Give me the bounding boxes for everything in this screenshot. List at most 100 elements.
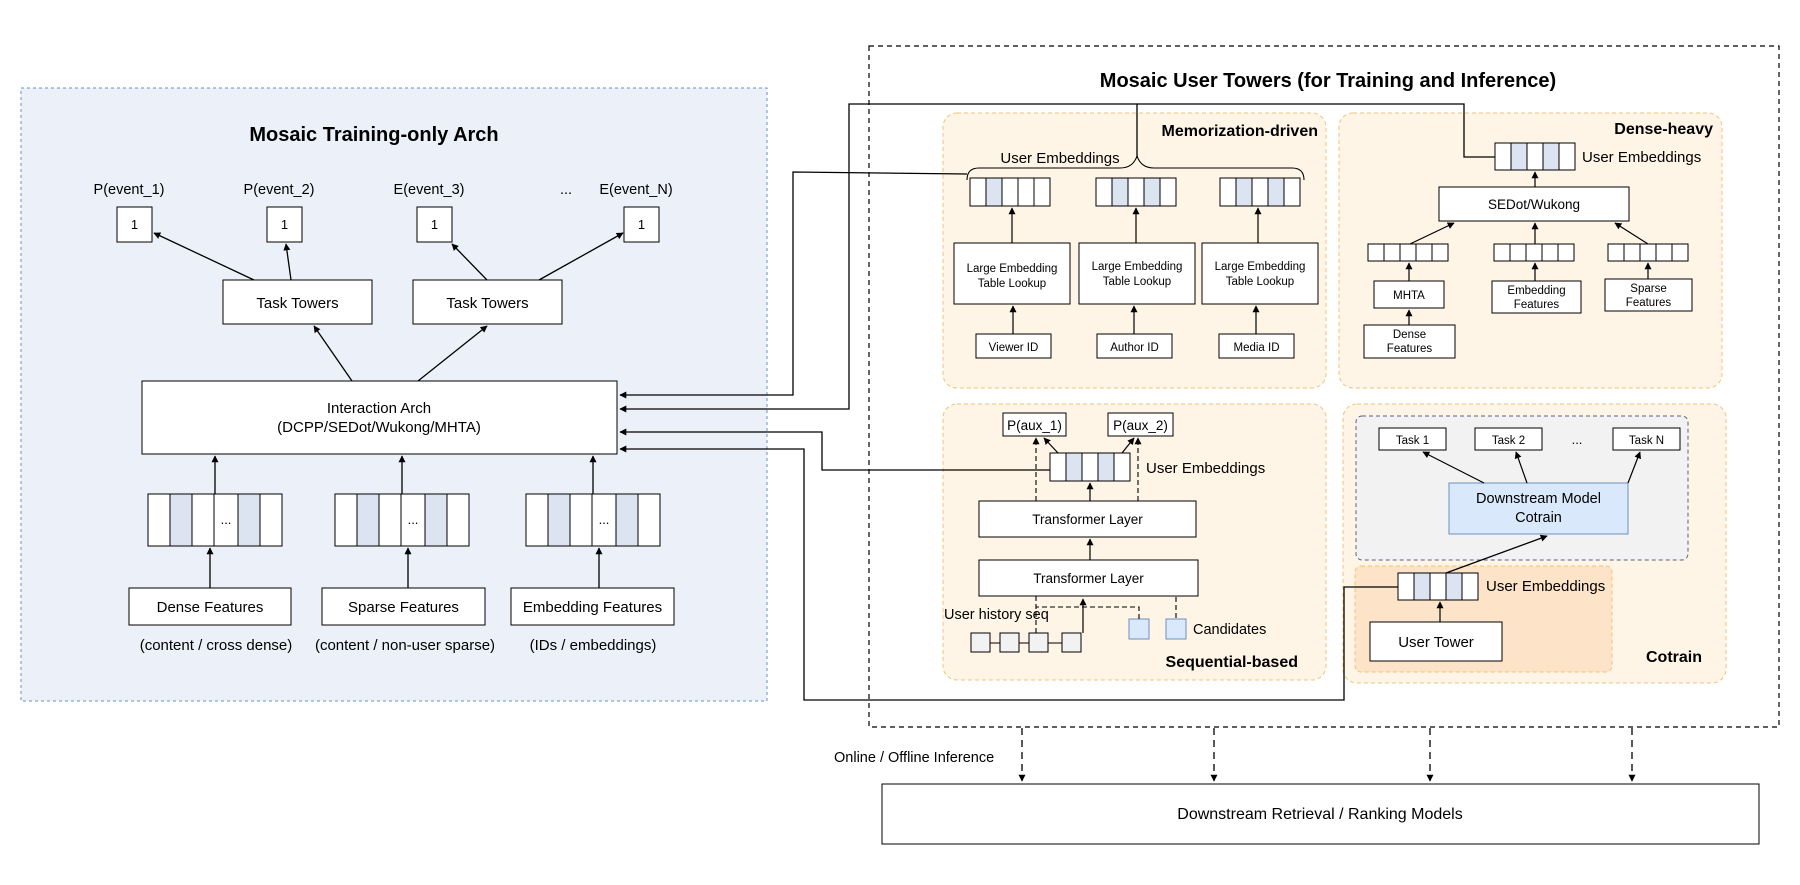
- dense-features-caption: (content / cross dense): [140, 637, 293, 654]
- interaction-arch-box: [141, 380, 618, 455]
- candidate-item-2: [1165, 618, 1187, 640]
- author-id-box: [1096, 333, 1173, 359]
- output-value-event-3: 1: [431, 217, 438, 232]
- candidates-label: Candidates: [1193, 622, 1266, 638]
- sequential-panel: Sequential-based P(aux_1) P(aux_2) User …: [942, 403, 1327, 681]
- aux-1-box: [1002, 412, 1067, 437]
- arrow-task-towers-to-event-2: [283, 243, 292, 281]
- mhta-label: MHTA: [1393, 290, 1425, 302]
- inference-label: Online / Offline Inference: [834, 750, 994, 766]
- dense-heavy-arrows: [1405, 171, 1652, 325]
- arrow-interaction-to-task-towers-1: [313, 325, 353, 382]
- inference-arrows: [1018, 728, 1636, 782]
- downstream-cotrain-line2: Cotrain: [1515, 510, 1562, 526]
- sequential-embeddings-label: User Embeddings: [1146, 460, 1265, 477]
- media-embedding-vector: [1219, 177, 1301, 207]
- training-arrows: [153, 232, 624, 588]
- embedding-features-box: [510, 587, 675, 626]
- outputs-ellipsis: ...: [560, 182, 572, 198]
- output-box-event-2: [266, 206, 303, 243]
- sequential-panel-background: [942, 403, 1327, 681]
- connector-memorization-to-interaction: [619, 171, 968, 399]
- user-towers-panel: Mosaic User Towers (for Training and Inf…: [868, 45, 1780, 728]
- embedding-features-small-box: [1491, 280, 1582, 314]
- sedot-wukong-label: SEDot/Wukong: [1488, 197, 1580, 212]
- media-lookup-line1: Large Embedding: [1215, 261, 1306, 273]
- downstream-models-box: [881, 783, 1760, 845]
- output-box-event-3: [416, 206, 453, 243]
- sparse-features-small-line2: Features: [1626, 297, 1672, 309]
- memorization-embeddings-label: User Embeddings: [1000, 150, 1119, 167]
- dense-heavy-panel: Dense-heavy User Embeddings SEDot/Wukong: [1338, 112, 1723, 389]
- embedding-vector-ellipsis: ...: [599, 512, 610, 527]
- media-lookup-box: [1201, 242, 1319, 305]
- task-towers-label-1: Task Towers: [256, 295, 338, 312]
- memorization-arrows: [1008, 207, 1262, 334]
- arrow-cotrain-to-task-2: [1514, 451, 1528, 484]
- downstream-models-label: Downstream Retrieval / Ranking Models: [1177, 806, 1462, 823]
- dense-vector-ellipsis: ...: [221, 512, 232, 527]
- sparse-features-label: Sparse Features: [348, 599, 459, 616]
- sequential-dashed-links: [1032, 437, 1177, 633]
- mhta-box: [1373, 280, 1445, 309]
- sequential-embedding-vector: [1049, 452, 1131, 482]
- task-towers-label-2: Task Towers: [446, 295, 528, 312]
- task-2-box: [1474, 427, 1543, 451]
- user-towers-title: Mosaic User Towers (for Training and Inf…: [1100, 70, 1556, 92]
- sparse-feature-vector: [334, 493, 470, 547]
- sparse-features-caption: (content / non-user sparse): [315, 637, 495, 654]
- output-value-event-2: 1: [281, 217, 288, 232]
- arrow-embeddings-to-aux-2: [1121, 437, 1135, 454]
- author-lookup-box: [1078, 242, 1196, 305]
- tasks-ellipsis: ...: [1572, 432, 1583, 447]
- dense-feature-vector: [147, 493, 283, 547]
- training-arch-title: Mosaic Training-only Arch: [249, 124, 498, 146]
- media-id-label: Media ID: [1233, 342, 1279, 354]
- dense-features-small-box: [1363, 324, 1456, 359]
- author-embedding-vector: [1095, 177, 1177, 207]
- aux-1-label: P(aux_1): [1007, 418, 1062, 433]
- author-lookup-line1: Large Embedding: [1092, 261, 1183, 273]
- media-lookup-line2: Table Lookup: [1226, 276, 1294, 288]
- media-id-box: [1218, 333, 1295, 359]
- task-1-box: [1378, 427, 1447, 451]
- output-box-event-n: [623, 206, 660, 243]
- output-value-event-n: 1: [638, 217, 645, 232]
- arrow-cotrain-to-task-n: [1627, 451, 1641, 484]
- embedding-features-small-line1: Embedding: [1507, 285, 1565, 297]
- viewer-lookup-line2: Table Lookup: [978, 278, 1046, 290]
- interaction-arch-subtitle: (DCPP/SEDot/Wukong/MHTA): [277, 419, 481, 436]
- connector-sequential-to-interaction: [619, 428, 1050, 471]
- task-towers-box-2: [412, 279, 563, 325]
- dense-heavy-title: Dense-heavy: [1614, 121, 1713, 138]
- transformer-layer-label-top: Transformer Layer: [1032, 512, 1143, 527]
- transformer-layer-box-top: [978, 500, 1197, 538]
- task-2-label: Task 2: [1492, 435, 1525, 447]
- user-history-label: User history seq: [944, 607, 1049, 623]
- output-box-event-1: [116, 206, 153, 243]
- arrow-task-towers-to-event-1: [153, 232, 255, 281]
- candidate-item-1: [1128, 618, 1150, 640]
- sequential-title: Sequential-based: [1166, 654, 1298, 671]
- embedding-features-small-line2: Features: [1514, 299, 1560, 311]
- cotrain-title: Cotrain: [1646, 649, 1702, 666]
- connector-dense-heavy-to-top-bus: [1137, 103, 1495, 158]
- arrow-mhta-vector-to-sedot: [1409, 222, 1455, 245]
- aux-2-label: P(aux_2): [1113, 418, 1168, 433]
- mhta-output-vector: [1367, 243, 1449, 262]
- author-id-label: Author ID: [1110, 342, 1159, 354]
- connector-cotrain-to-interaction: [619, 445, 1398, 701]
- task-towers-box-1: [222, 279, 373, 325]
- task-1-label: Task 1: [1396, 435, 1429, 447]
- author-lookup-line2: Table Lookup: [1103, 276, 1171, 288]
- interaction-arch-title: Interaction Arch: [327, 400, 431, 417]
- embedding-features-caption: (IDs / embeddings): [530, 637, 657, 654]
- viewer-lookup-line1: Large Embedding: [967, 263, 1058, 275]
- dashed-history-to-candidate: [1035, 606, 1140, 633]
- viewer-lookup-box: [953, 242, 1071, 305]
- sparse-vector-ellipsis: ...: [408, 512, 419, 527]
- dense-features-small-line2: Features: [1387, 343, 1433, 355]
- arrow-task-towers-to-event-3: [451, 243, 488, 281]
- sparse-features-box: [321, 587, 486, 626]
